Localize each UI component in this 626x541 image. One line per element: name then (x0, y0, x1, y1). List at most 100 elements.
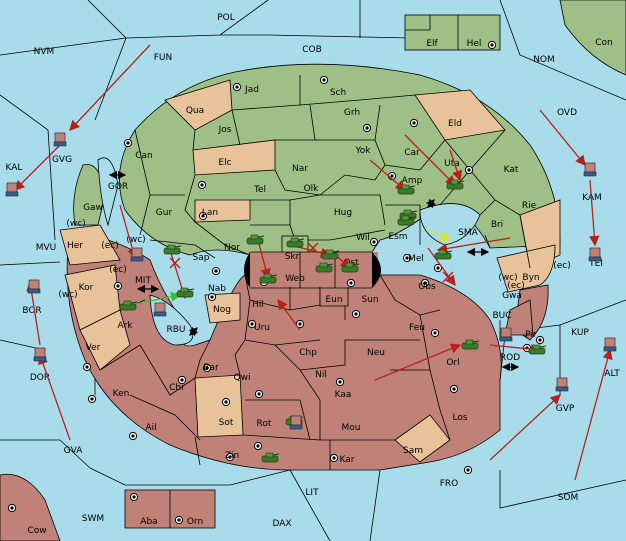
province-label-kaa: Kaa (335, 390, 352, 400)
province-label-lan: Lan (202, 208, 218, 218)
sea-label-buc: BUC (492, 311, 511, 321)
province-label-amp: Amp (402, 176, 423, 186)
province-label-rot: Rot (257, 419, 272, 429)
province-label-sch: Sch (330, 88, 346, 98)
army-unit-icon[interactable] (341, 262, 360, 273)
prov-byn (496, 244, 556, 293)
province-label-mel: Mel (408, 254, 424, 264)
army-unit-icon[interactable] (261, 452, 280, 463)
province-label-chp: Chp (299, 348, 317, 358)
province-label-elc: Elc (218, 158, 231, 168)
north-borders (134, 75, 531, 269)
army-unit-icon[interactable] (176, 287, 195, 298)
fleet-unit-icon[interactable] (153, 302, 167, 317)
fleet-unit-icon[interactable] (603, 337, 617, 352)
fleet-unit-icon[interactable] (33, 347, 47, 362)
province-label-jos: Jos (218, 125, 232, 135)
sea-label-fro: FRO (440, 479, 459, 489)
province-label-bri: Bri (491, 220, 503, 230)
sea-label-pol: POL (217, 13, 235, 23)
fleet-unit-icon[interactable] (5, 182, 19, 197)
region-elf-hel (404, 14, 501, 51)
prov-ver (79, 309, 131, 371)
fleet-unit-icon[interactable] (289, 415, 303, 430)
province-label-kor: Kor (79, 283, 94, 293)
sea-label-dax: DAX (272, 519, 291, 529)
sea-label-som: SOM (558, 493, 579, 503)
army-unit-icon[interactable] (397, 184, 416, 195)
army-unit-icon[interactable] (315, 262, 334, 273)
province-label-hug: Hug (334, 208, 352, 218)
army-unit-icon[interactable] (163, 244, 182, 255)
province-label-web: Web (285, 274, 305, 284)
unit-layer (5, 132, 617, 463)
province-label-sun: Sun (361, 295, 378, 305)
province-label-wil: Wil (356, 233, 370, 243)
retreat-markers (108, 170, 520, 372)
fleet-unit-icon[interactable] (588, 247, 602, 262)
province-label-sam: Sam (403, 446, 423, 456)
province-label-orn: Orn (187, 517, 203, 527)
province-label-bar: Bar (203, 363, 219, 373)
province-label-sot: Sot (219, 418, 234, 428)
prov-gaw (73, 163, 106, 226)
sea-label-mvu: MVU (36, 243, 57, 253)
army-unit-icon[interactable] (461, 339, 480, 350)
army-unit-icon[interactable] (434, 249, 453, 260)
province-label-grh: Grh (344, 108, 360, 118)
fleet-unit-icon[interactable] (555, 377, 569, 392)
province-label-ark: Ark (117, 321, 133, 331)
prov-lan (194, 199, 251, 223)
army-unit-icon[interactable] (286, 237, 305, 248)
province-label-uru: Uru (254, 323, 270, 333)
sea-label-gvp: GVP (556, 404, 575, 414)
province-label-kar: Kar (340, 455, 355, 465)
province-label-eun: Eun (325, 295, 342, 305)
army-unit-icon[interactable] (528, 344, 547, 355)
coast-tag: (ec) (553, 261, 571, 271)
province-label-kat: Kat (504, 165, 519, 175)
sea-label-con: Con (595, 38, 613, 48)
coast-tag: (wc) (58, 290, 77, 300)
province-label-skr: Skr (285, 252, 300, 262)
sea-label-gvg: GVG (52, 155, 72, 165)
province-label-tel: Tel (253, 185, 266, 195)
province-label-nab: Nab (208, 284, 226, 294)
army-unit-icon[interactable] (321, 249, 340, 260)
sea-label-sma: SMA (458, 228, 478, 238)
sea-label-fun: FUN (154, 53, 173, 63)
army-unit-icon[interactable] (259, 273, 278, 284)
province-label-rie: Rie (522, 201, 537, 211)
sea-label-nvm: NVM (34, 47, 55, 57)
province-label-her: Her (67, 241, 83, 251)
sea-label-gor: GOR (108, 182, 128, 192)
fleet-unit-icon[interactable] (27, 279, 41, 294)
province-label-cow: Cow (27, 526, 46, 536)
coast-tag: (ec) (101, 241, 119, 251)
province-label-feu: Feu (409, 323, 425, 333)
province-label-byn: Byn (522, 273, 539, 283)
army-unit-icon[interactable] (446, 179, 465, 190)
fleet-unit-icon[interactable] (53, 132, 67, 147)
sea-label-gva: GVA (64, 446, 84, 456)
fleet-unit-icon[interactable] (130, 247, 144, 262)
province-label-orl: Orl (446, 358, 459, 368)
prov-her (59, 224, 121, 266)
sea-label-bor: BOR (22, 306, 41, 316)
province-label-qwi: Qwi (234, 373, 251, 383)
province-label-nil: Nil (315, 370, 327, 380)
army-unit-icon[interactable] (397, 215, 416, 226)
sea-label-mit: MIT (135, 276, 151, 286)
province-label-yok: Yok (354, 146, 371, 156)
province-label-aba: Aba (140, 517, 157, 527)
sea-label-alt: ALT (604, 369, 620, 379)
fleet-unit-icon[interactable] (583, 162, 597, 177)
coast-tag: (ec) (109, 265, 127, 275)
fleet-unit-icon[interactable] (499, 327, 513, 342)
coast-tag: (wc) (498, 273, 517, 283)
army-unit-icon[interactable] (119, 300, 138, 311)
province-label-nog: Nog (213, 305, 231, 315)
sea-label-dor: DOR (30, 373, 50, 383)
army-unit-icon[interactable] (246, 234, 265, 245)
